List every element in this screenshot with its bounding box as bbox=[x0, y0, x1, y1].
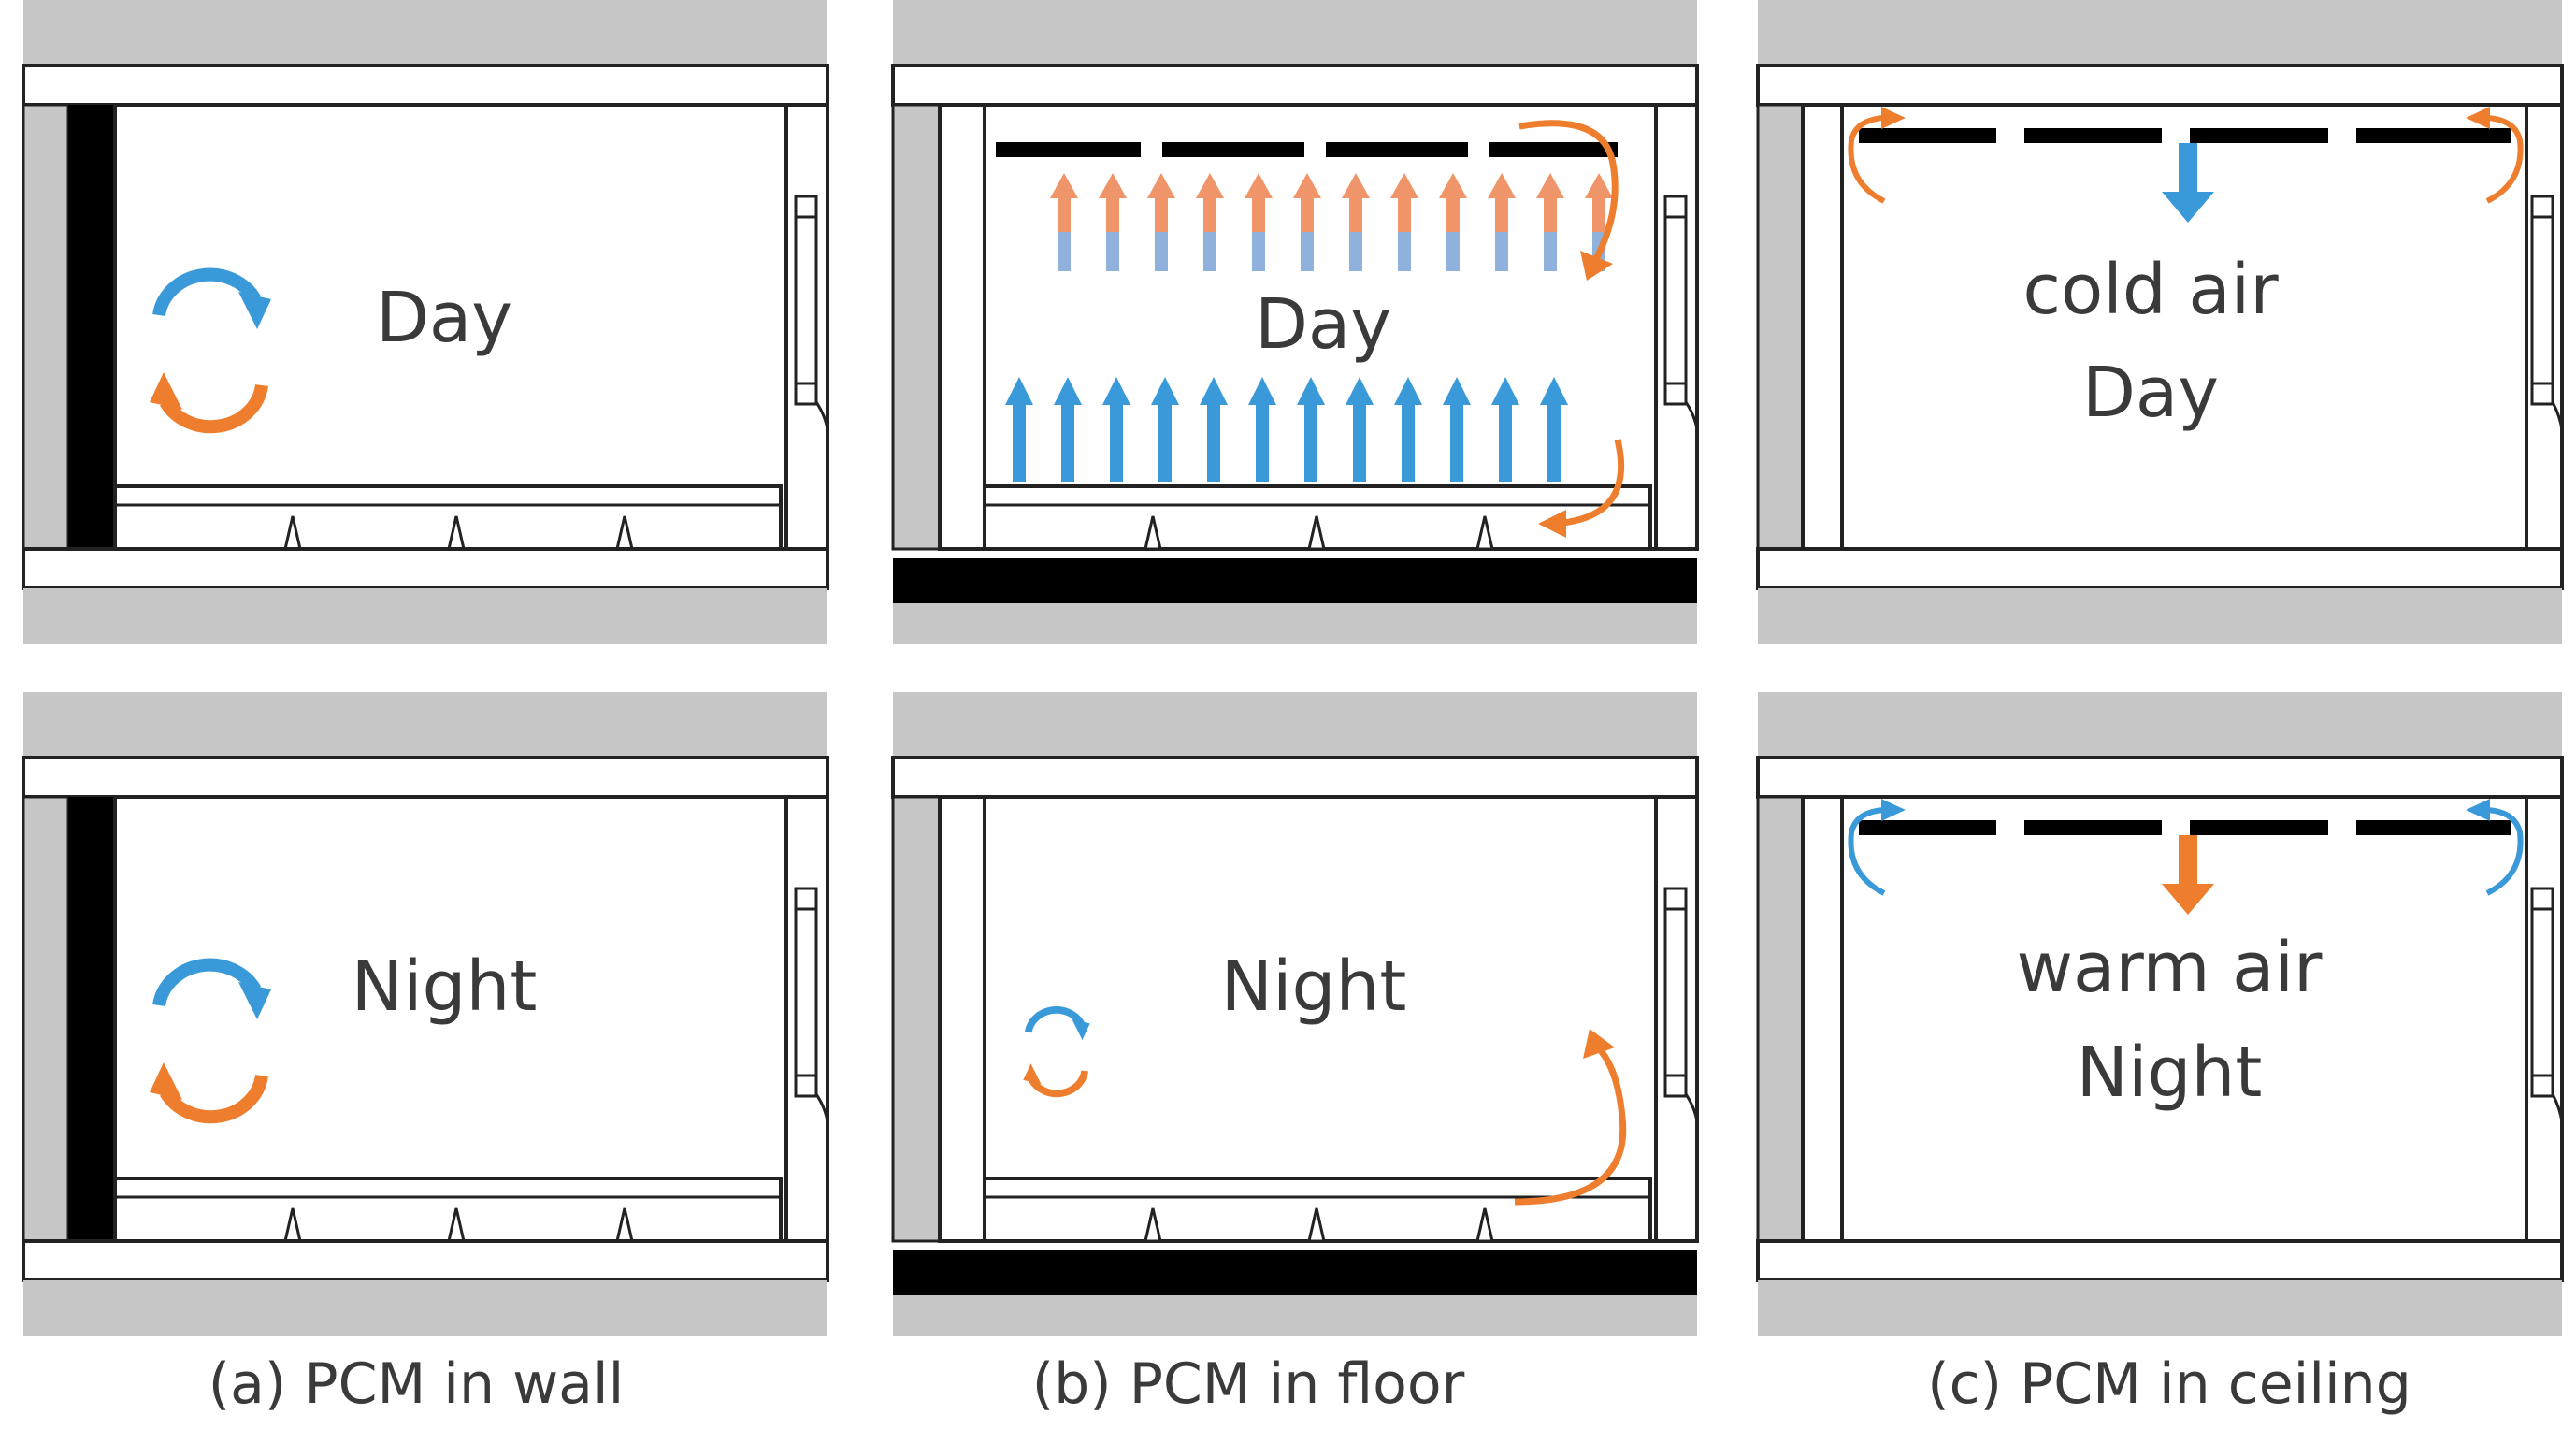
window-airflow-arrows-icon bbox=[1514, 1029, 1627, 1206]
wall-night-label: Night bbox=[352, 946, 538, 1027]
ceiling-airflow-arrows-icon bbox=[1848, 107, 2524, 223]
ceiling-day-line1: cold air bbox=[2022, 250, 2279, 330]
window-airflow-arrows-icon bbox=[1518, 120, 1625, 538]
floor-night-label: Night bbox=[1221, 946, 1407, 1027]
panel-wall-day: Day bbox=[22, 0, 829, 646]
ceiling-night-line1: warm air bbox=[2017, 928, 2324, 1008]
panel-ceiling-night: warm air Night bbox=[1758, 692, 2562, 1336]
caption-c: (c) PCM in ceiling bbox=[1927, 1351, 2411, 1417]
panel-floor-night: Night bbox=[891, 690, 1699, 1338]
panel-ceiling-day: cold air Day bbox=[1758, 0, 2562, 644]
wall-day-label: Day bbox=[376, 278, 512, 358]
caption-b: (b) PCM in floor bbox=[1032, 1351, 1465, 1417]
ceiling-day-line2: Day bbox=[2082, 353, 2219, 433]
caption-a: (a) PCM in wall bbox=[209, 1351, 625, 1417]
panel-wall-night: Night bbox=[22, 690, 829, 1338]
floor-day-label: Day bbox=[1255, 284, 1391, 365]
ceiling-night-line2: Night bbox=[2077, 1032, 2263, 1113]
panel-floor-day: Day bbox=[891, 0, 1699, 646]
ceiling-airflow-arrows-icon bbox=[1848, 799, 2524, 915]
